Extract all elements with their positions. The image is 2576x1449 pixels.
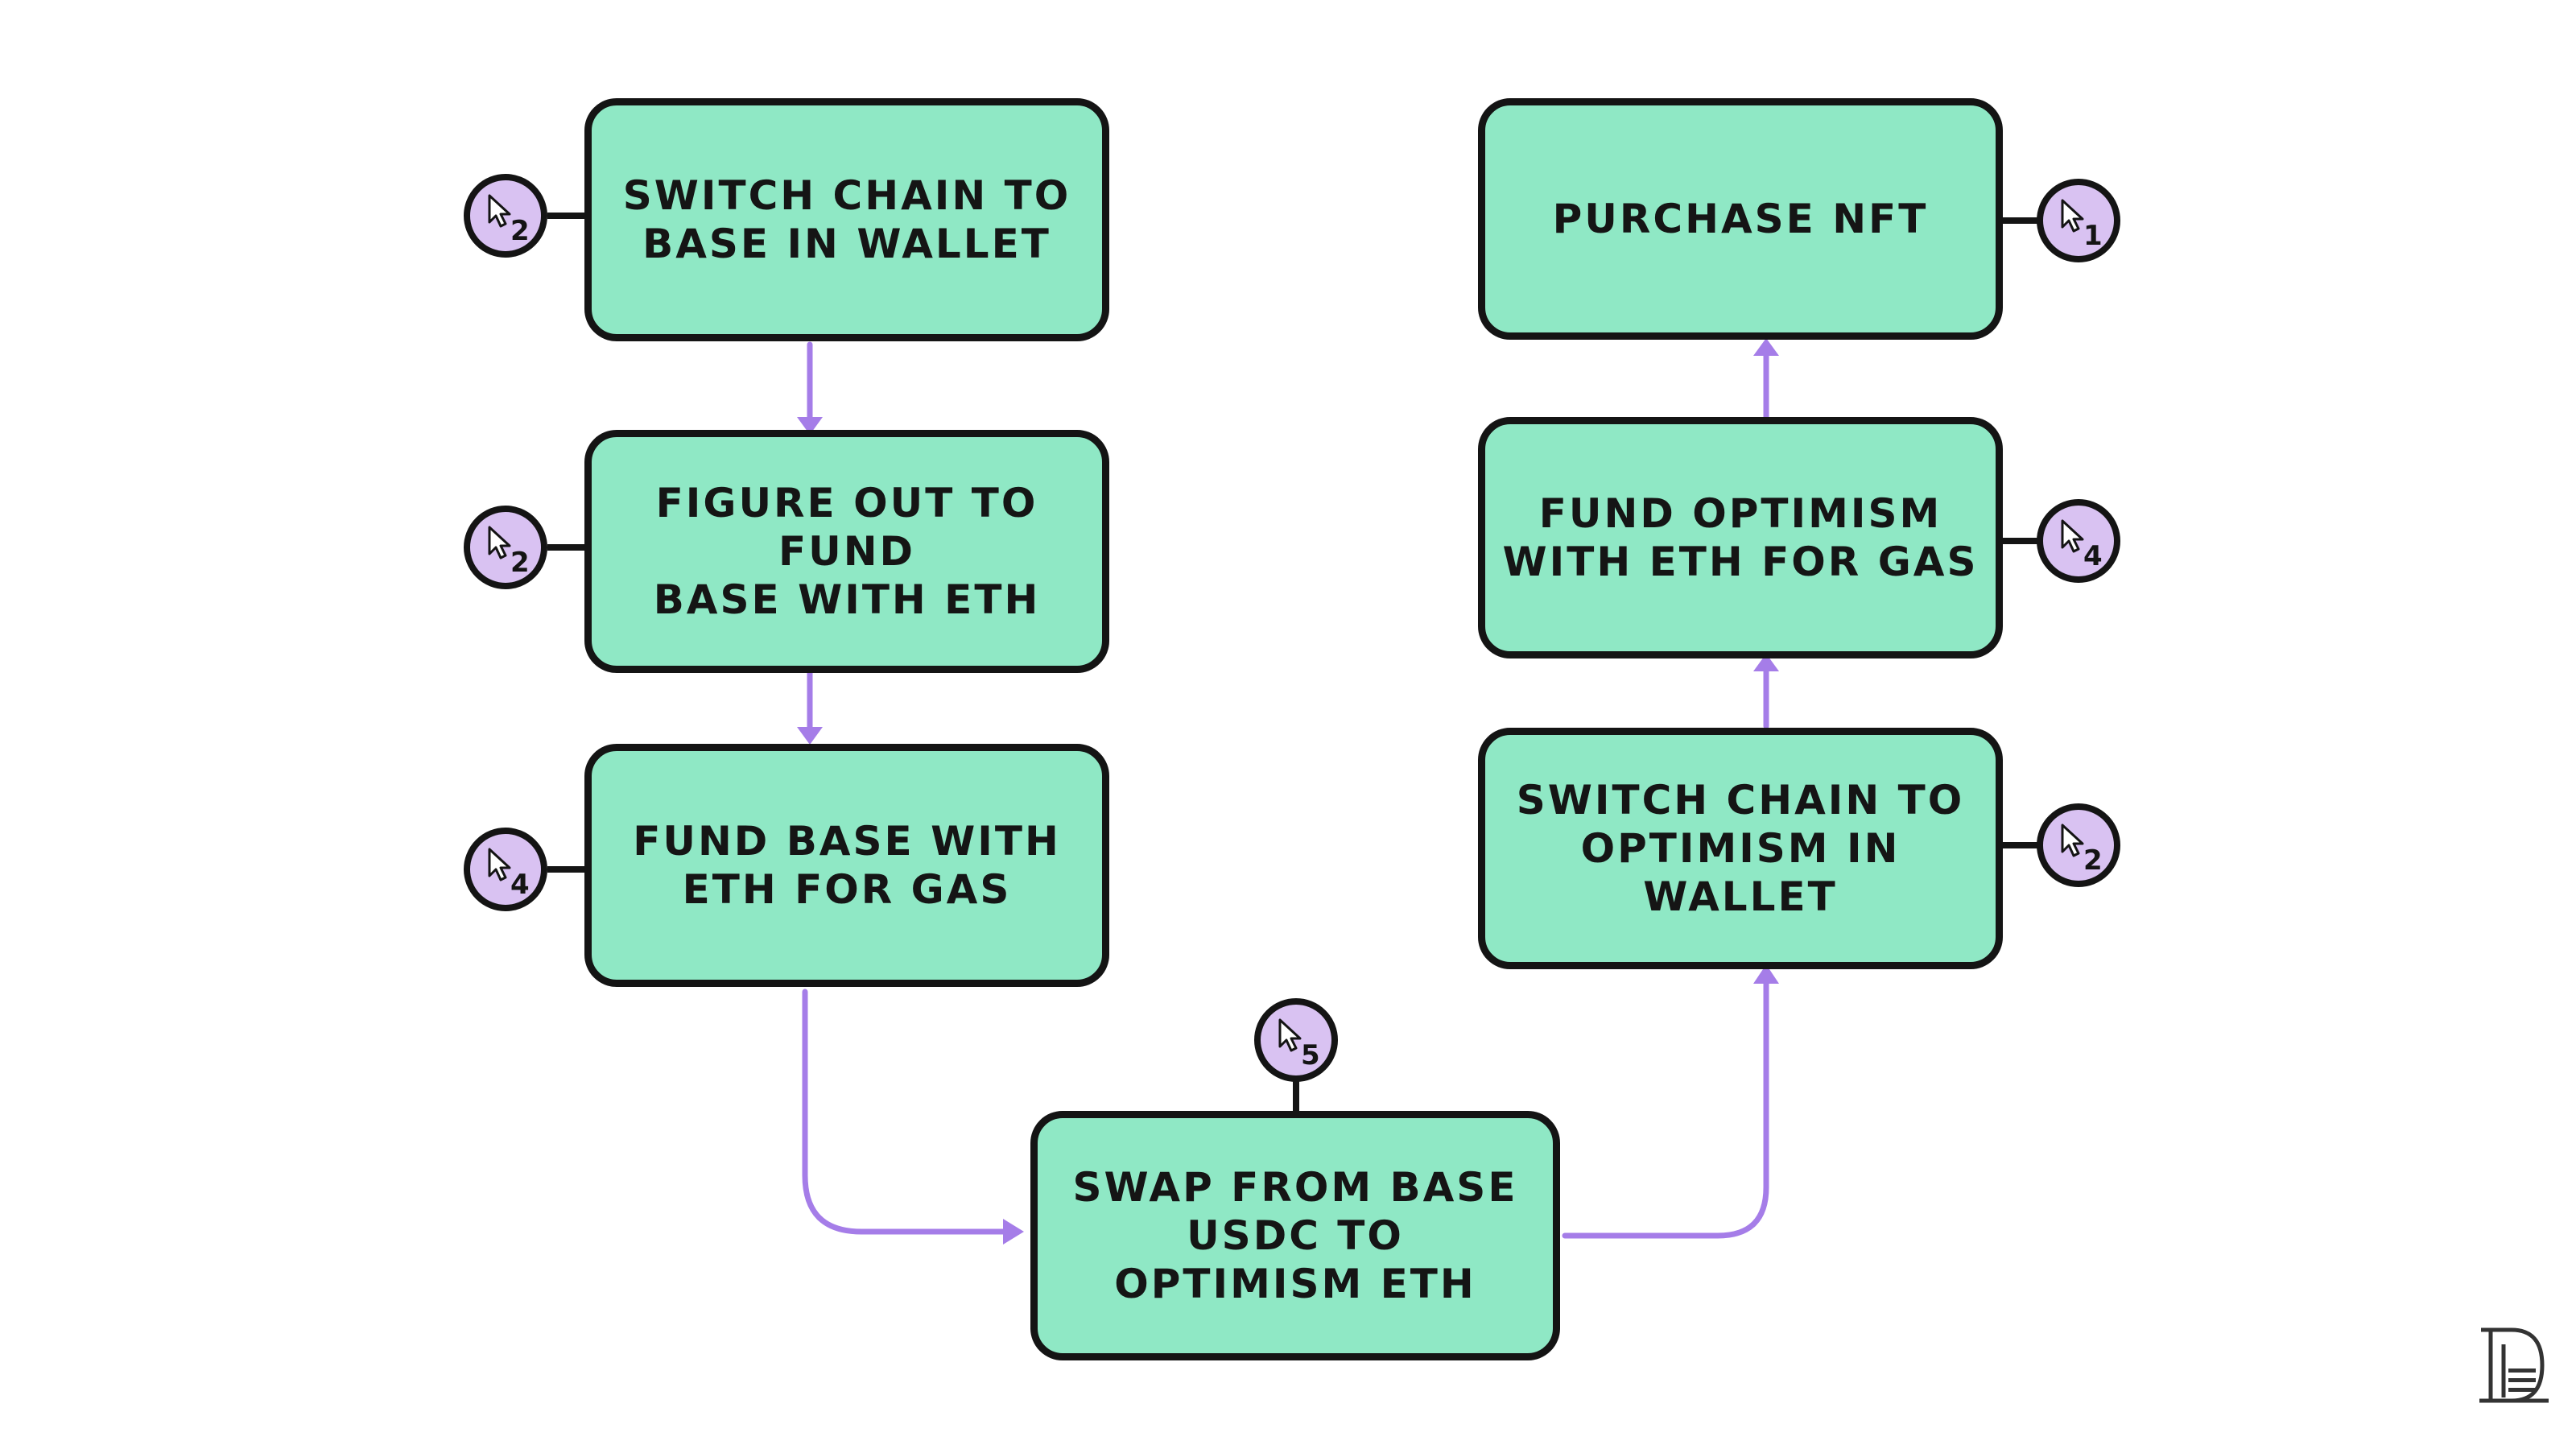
arrowhead-step5 <box>1753 964 1779 984</box>
click-count: 4 <box>510 869 530 901</box>
arrowhead-step6 <box>1753 654 1779 671</box>
click-count: 2 <box>510 215 530 247</box>
click-count-badge: 5 <box>1254 998 1338 1082</box>
arrowhead-step2 <box>797 417 823 435</box>
step-label: Fund optimism with ETH for gas <box>1502 490 1979 585</box>
publisher-logo-icon <box>2479 1327 2549 1403</box>
cursor-arrow-icon <box>2061 519 2084 553</box>
step-box-swap-usdc-to-eth: Swap from base USDC to Optimism ETH <box>1030 1111 1560 1360</box>
badge-stem <box>547 866 588 873</box>
step-box-switch-chain-optimism: Switch chain to optimism in wallet <box>1478 728 2003 969</box>
click-count-badge: 2 <box>464 506 547 589</box>
badge-stem <box>1293 1075 1299 1116</box>
step-box-purchase-nft: Purchase NFT <box>1478 98 2003 340</box>
click-count: 2 <box>2083 844 2103 877</box>
badge-stem <box>2000 217 2040 224</box>
click-count-badge: 4 <box>464 828 547 911</box>
cursor-arrow-icon <box>1278 1018 1302 1052</box>
step-label: Switch chain to base in wallet <box>622 172 1071 267</box>
badge-stem <box>2000 842 2040 848</box>
badge-stem <box>2000 538 2040 544</box>
click-count-badge: 1 <box>2037 179 2120 262</box>
cursor-arrow-icon <box>488 526 511 559</box>
step-box-fund-base-eth: Figure out to fund base with ETH <box>584 430 1109 673</box>
connector-step3-to-step4 <box>802 989 1008 1235</box>
step-label: Figure out to fund base with ETH <box>653 480 1041 623</box>
cursor-arrow-icon <box>488 194 511 228</box>
badge-stem <box>547 213 588 219</box>
click-count-badge: 4 <box>2037 499 2120 583</box>
step-label: Purchase NFT <box>1552 196 1929 242</box>
arrowhead-step3 <box>797 727 823 745</box>
cursor-arrow-icon <box>2061 824 2084 857</box>
arrowhead-step4 <box>1003 1219 1024 1245</box>
step-label: Switch chain to optimism in wallet <box>1516 777 1965 920</box>
step-label: Fund base with ETH for gas <box>633 818 1061 913</box>
arrowhead-step7 <box>1753 338 1779 356</box>
step-box-fund-optimism-gas: Fund optimism with ETH for gas <box>1478 417 2003 658</box>
step-label: Swap from base USDC to Optimism ETH <box>1072 1164 1518 1307</box>
click-count: 5 <box>1301 1039 1320 1071</box>
step-box-switch-chain-base: Switch chain to base in wallet <box>584 98 1109 341</box>
click-count: 1 <box>2083 220 2103 252</box>
cursor-arrow-icon <box>2061 199 2084 233</box>
badge-stem <box>547 544 588 551</box>
cursor-arrow-icon <box>488 848 511 881</box>
connector-step4-to-step5 <box>1562 977 1769 1239</box>
click-count: 4 <box>2083 540 2103 572</box>
click-count: 2 <box>510 547 530 579</box>
step-box-fund-base-gas: Fund base with ETH for gas <box>584 744 1109 987</box>
click-count-badge: 2 <box>2037 803 2120 887</box>
click-count-badge: 2 <box>464 174 547 258</box>
